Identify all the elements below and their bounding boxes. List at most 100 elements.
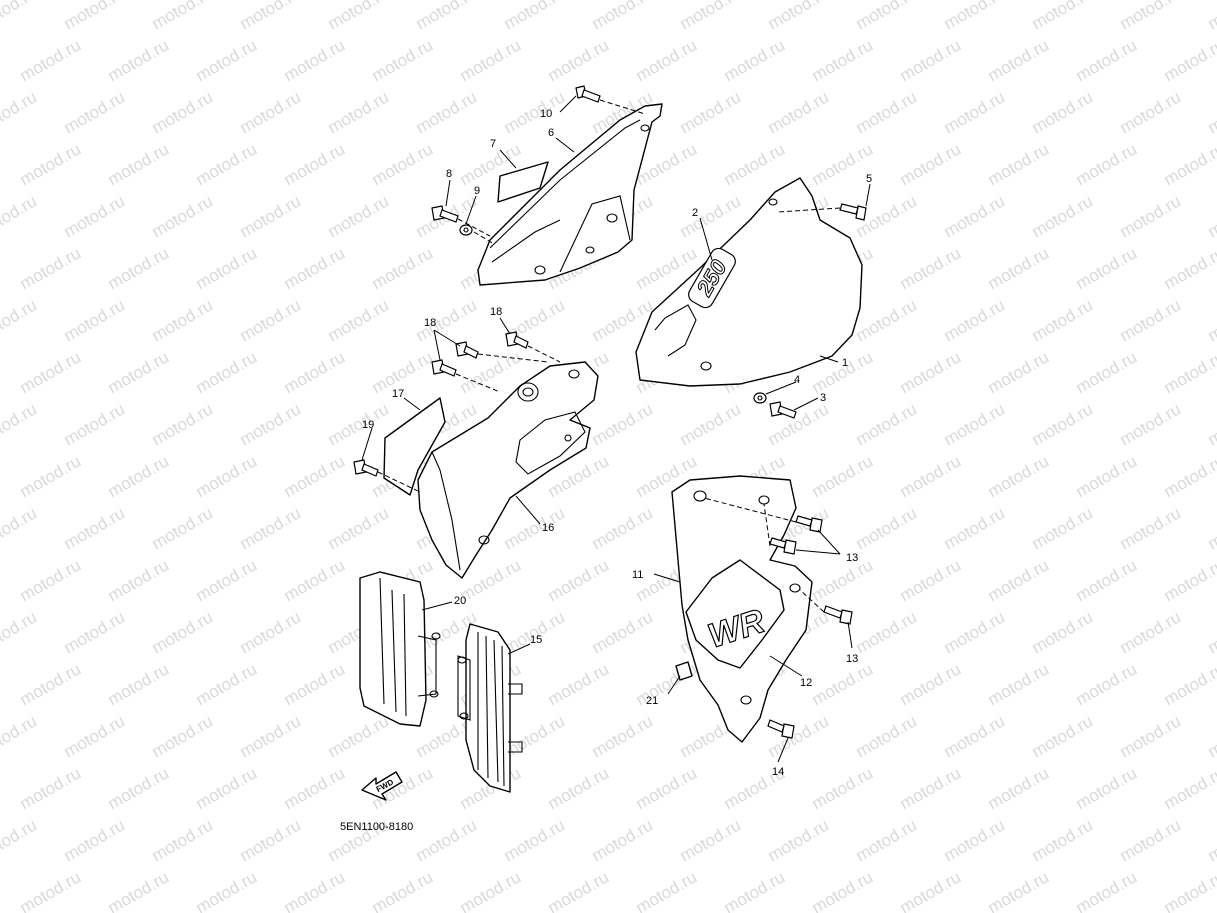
callout-4: 4 [794, 374, 800, 386]
watermark-text: motod.ru [1117, 0, 1185, 33]
watermark-text: motod.ru [897, 763, 965, 813]
callout-17: 17 [392, 388, 404, 400]
watermark-text: motod.ru [545, 867, 613, 913]
watermark-text: motod.ru [897, 555, 965, 605]
watermark-text: motod.ru [853, 399, 921, 449]
watermark-text: motod.ru [281, 867, 349, 913]
callout-13b: 13 [846, 653, 858, 665]
watermark-text: motod.ru [325, 711, 393, 761]
watermark-text: motod.ru [1161, 763, 1217, 813]
watermark-text: motod.ru [1073, 867, 1141, 913]
watermark-text: motod.ru [193, 139, 261, 189]
watermark-text: motod.ru [985, 243, 1053, 293]
watermark-text: motod.ru [413, 0, 481, 33]
watermark-text: motod.ru [325, 0, 393, 33]
watermark-text: motod.ru [985, 867, 1053, 913]
watermark-text: motod.ru [0, 191, 40, 241]
watermark-text: motod.ru [1073, 243, 1141, 293]
watermark-text: motod.ru [1161, 347, 1217, 397]
callout-14: 14 [772, 766, 784, 778]
watermark-text: motod.ru [1205, 87, 1217, 137]
watermark-text: motod.ru [809, 451, 877, 501]
watermark-text: motod.ru [633, 867, 701, 913]
callout-8: 8 [446, 168, 452, 180]
callout-7: 7 [490, 138, 496, 150]
watermark-text: motod.ru [589, 815, 657, 865]
callout-3: 3 [820, 392, 826, 404]
diagram-code: 5EN1100-8180 [340, 821, 413, 833]
watermark-text: motod.ru [281, 347, 349, 397]
watermark-text: motod.ru [633, 35, 701, 85]
watermark-text: motod.ru [1117, 711, 1185, 761]
watermark-text: motod.ru [369, 243, 437, 293]
watermark-text: motod.ru [853, 87, 921, 137]
watermark-text: motod.ru [941, 399, 1009, 449]
watermark-text: motod.ru [677, 399, 745, 449]
watermark-text: motod.ru [941, 87, 1009, 137]
part-6-upper-cover [477, 103, 663, 286]
callout-18b: 18 [490, 306, 502, 318]
watermark-text: motod.ru [281, 659, 349, 709]
watermark-text: motod.ru [61, 607, 129, 657]
watermark-text: motod.ru [1205, 815, 1217, 865]
watermark-text: motod.ru [369, 139, 437, 189]
watermark-text: motod.ru [809, 659, 877, 709]
watermark-text: motod.ru [545, 555, 613, 605]
watermark-text: motod.ru [1073, 139, 1141, 189]
watermark-text: motod.ru [457, 867, 525, 913]
watermark-text: motod.ru [105, 867, 173, 913]
watermark-text: motod.ru [589, 0, 657, 33]
callout-19: 19 [362, 419, 374, 431]
watermark-text: motod.ru [897, 451, 965, 501]
watermark-text: motod.ru [1205, 607, 1217, 657]
watermark-text: motod.ru [1029, 503, 1097, 553]
watermark-text: motod.ru [501, 0, 569, 33]
watermark-text: motod.ru [193, 555, 261, 605]
watermark-text: motod.ru [985, 347, 1053, 397]
callout-9: 9 [474, 185, 480, 197]
callout-12: 12 [800, 677, 812, 689]
watermark-text: motod.ru [1073, 35, 1141, 85]
watermark-text: motod.ru [941, 191, 1009, 241]
watermark-text: motod.ru [1029, 399, 1097, 449]
watermark-text: motod.ru [193, 763, 261, 813]
watermark-text: motod.ru [1029, 0, 1097, 33]
callout-labels: 10 6 7 8 9 5 2 1 4 3 18 18 17 19 16 13 1… [362, 108, 872, 778]
watermark-text: motod.ru [853, 503, 921, 553]
watermark-text: motod.ru [721, 35, 789, 85]
watermark-text: motod.ru [721, 867, 789, 913]
watermark-text: motod.ru [985, 763, 1053, 813]
watermark-text: motod.ru [105, 35, 173, 85]
part-7-pad [497, 161, 549, 203]
callout-20: 20 [454, 595, 466, 607]
watermark-text: motod.ru [501, 87, 569, 137]
watermark-text: motod.ru [897, 347, 965, 397]
watermark-text: motod.ru [677, 0, 745, 33]
watermark-text: motod.ru [237, 815, 305, 865]
watermark-text: motod.ru [17, 35, 85, 85]
part-16-shroud [417, 361, 599, 579]
watermark-text: motod.ru [589, 399, 657, 449]
watermark-text: motod.ru [941, 295, 1009, 345]
watermark-text: motod.ru [1161, 139, 1217, 189]
watermark-text: motod.ru [193, 35, 261, 85]
watermark-text: motod.ru [941, 607, 1009, 657]
watermark-text: motod.ru [193, 659, 261, 709]
watermark-text: motod.ru [149, 503, 217, 553]
watermark-text: motod.ru [325, 295, 393, 345]
watermark-text: motod.ru [1205, 295, 1217, 345]
watermark-text: motod.ru [149, 87, 217, 137]
watermark-text: motod.ru [1205, 399, 1217, 449]
watermark-text: motod.ru [545, 659, 613, 709]
watermark-text: motod.ru [589, 711, 657, 761]
watermark-text: motod.ru [0, 295, 40, 345]
watermark-text: motod.ru [941, 503, 1009, 553]
watermark-text: motod.ru [1117, 399, 1185, 449]
watermark-text: motod.ru [1161, 243, 1217, 293]
watermark-text: motod.ru [501, 503, 569, 553]
watermark-text: motod.ru [1205, 711, 1217, 761]
watermark-text: motod.ru [1117, 191, 1185, 241]
watermark-text: motod.ru [765, 87, 833, 137]
watermark-text: motod.ru [1073, 555, 1141, 605]
callout-6: 6 [548, 127, 554, 139]
